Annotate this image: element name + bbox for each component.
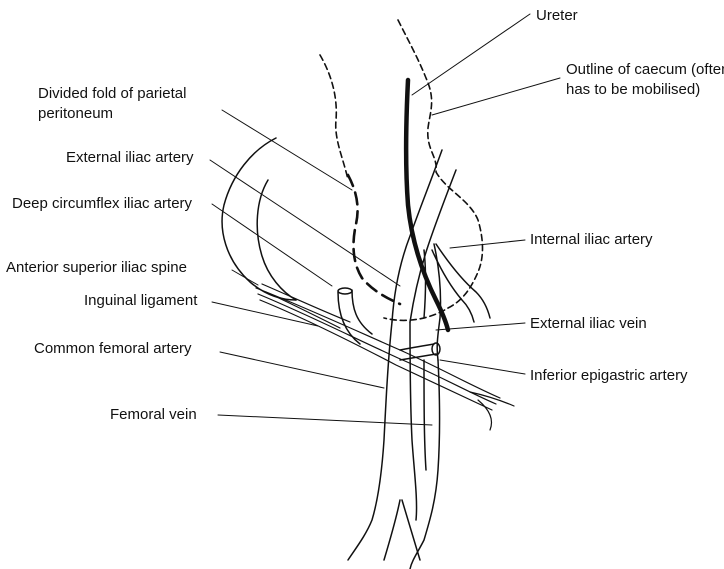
internal-iliac-artery-inner bbox=[432, 250, 474, 322]
deep-circumflex-stump bbox=[338, 288, 352, 294]
label-internal-iliac-artery: Internal iliac artery bbox=[530, 230, 653, 249]
label-inguinal-ligament: Inguinal ligament bbox=[84, 291, 197, 310]
label-deep-circumflex: Deep circumflex iliac artery bbox=[12, 194, 192, 213]
label-ureter: Ureter bbox=[536, 6, 578, 25]
common-femoral-artery bbox=[348, 322, 392, 560]
ilium-inner bbox=[257, 180, 296, 300]
label-divided-fold-line2: peritoneum bbox=[38, 104, 113, 123]
caecum-outline-left bbox=[320, 55, 348, 180]
label-asis: Anterior superior iliac spine bbox=[6, 258, 187, 277]
leader-lines bbox=[210, 14, 560, 425]
label-external-iliac-artery: External iliac artery bbox=[66, 148, 194, 167]
label-external-iliac-vein: External iliac vein bbox=[530, 314, 647, 333]
label-inferior-epigastric: Inferior epigastric artery bbox=[530, 366, 688, 385]
label-divided-fold-line1: Divided fold of parietal bbox=[38, 84, 186, 103]
label-common-femoral-artery: Common femoral artery bbox=[34, 339, 192, 358]
label-caecum-line2: has to be mobilised) bbox=[566, 80, 700, 99]
femoral-branching bbox=[384, 500, 420, 560]
label-femoral-vein: Femoral vein bbox=[110, 405, 197, 424]
divided-fold-peritoneum bbox=[348, 175, 400, 304]
ureter bbox=[406, 80, 448, 330]
inferior-epigastric-stump bbox=[432, 343, 440, 355]
label-caecum-line1: Outline of caecum (often bbox=[566, 60, 724, 79]
femoral-vein-lateral bbox=[424, 360, 426, 470]
femoral-artery-medial bbox=[410, 322, 417, 520]
external-iliac-vein-2 bbox=[424, 250, 426, 318]
